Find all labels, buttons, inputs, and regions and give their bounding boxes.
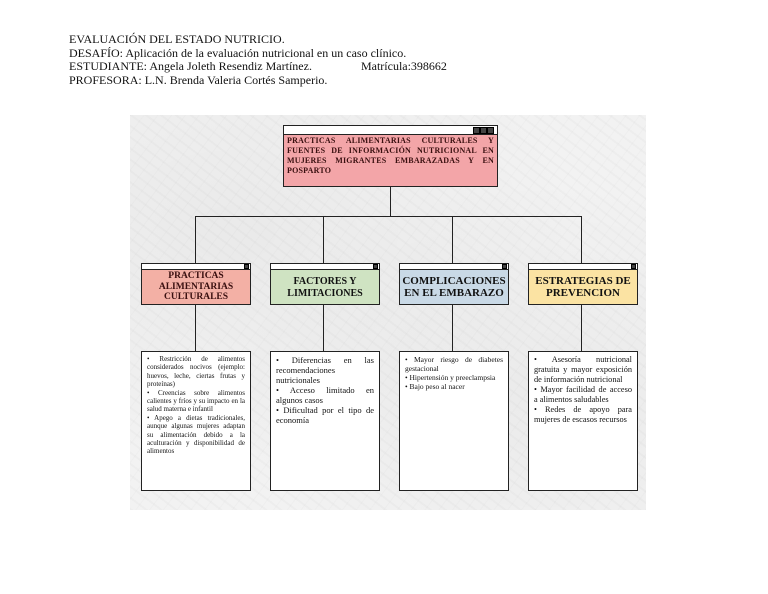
detail-item: • Hipertensión y preeclampsia <box>405 373 496 382</box>
window-icon <box>244 264 249 269</box>
detail-item: • Apego a dietas tradicionales, aunque a… <box>147 413 245 456</box>
root-node-text: PRACTICAS ALIMENTARIAS CULTURALES Y FUEN… <box>287 136 494 175</box>
category-titlebar <box>271 264 379 270</box>
category-title: ESTRATEGIAS DE PREVENCION <box>535 275 631 299</box>
connector-cat-4-up <box>581 216 582 263</box>
window-icon <box>373 264 378 269</box>
category-title: FACTORES Y LIMITACIONES <box>287 276 363 299</box>
detail-item: • Dificultad por el tipo de economía <box>276 405 374 425</box>
root-node: PRACTICAS ALIMENTARIAS CULTURALES Y FUEN… <box>283 125 498 187</box>
header-student: ESTUDIANTE: Angela Joleth Resendiz Martí… <box>69 59 312 73</box>
header-title: EVALUACIÓN DEL ESTADO NUTRICIO. <box>69 32 285 46</box>
detail-item: • Asesoría nutricional gratuita y mayor … <box>534 355 632 384</box>
detail-item: • Acceso limitado en algunos casos <box>276 385 374 405</box>
detail-item: • Mayor riesgo de diabetes gestacional <box>405 355 503 373</box>
category-title: PRACTICAS ALIMENTARIAS CULTURALES <box>158 271 234 302</box>
category-titlebar <box>400 264 508 270</box>
header-professor: PROFESORA: L.N. Brenda Valeria Cortés Sa… <box>69 72 328 87</box>
minimize-icon <box>473 127 480 134</box>
detail-item: • Mayor facilidad de acceso a alimentos … <box>534 385 632 404</box>
connector-cat-3-up <box>452 216 453 263</box>
detail-item: • Redes de apoyo para mujeres de escasos… <box>534 405 632 424</box>
detail-node-prevention: • Asesoría nutricional gratuita y mayor … <box>528 351 638 491</box>
category-titlebar <box>142 264 250 270</box>
header-challenge: DESAFÍO: Aplicación de la evaluación nut… <box>69 45 407 60</box>
connector-cat-2-down <box>323 305 324 351</box>
window-icon <box>502 264 507 269</box>
detail-item: • Bajo peso al nacer <box>405 382 465 391</box>
category-node-cultural-practices: PRACTICAS ALIMENTARIAS CULTURALES <box>141 263 251 305</box>
header-student-line: ESTUDIANTE: Angela Joleth Resendiz Martí… <box>69 59 447 74</box>
detail-item: • Diferencias en las recomendaciones nut… <box>276 355 374 385</box>
detail-item: • Creencias sobre alimentos calientes y … <box>147 388 245 414</box>
category-node-complications: COMPLICACIONES EN EL EMBARAZO <box>399 263 509 305</box>
window-icon <box>631 264 636 269</box>
connector-horizontal <box>195 216 582 217</box>
connector-cat-1-down <box>195 305 196 351</box>
maximize-icon <box>480 127 487 134</box>
category-node-factors: FACTORES Y LIMITACIONES <box>270 263 380 305</box>
connector-cat-4-down <box>581 305 582 351</box>
root-titlebar <box>284 126 497 135</box>
connector-cat-3-down <box>452 305 453 351</box>
category-titlebar <box>529 264 637 270</box>
concept-map: PRACTICAS ALIMENTARIAS CULTURALES Y FUEN… <box>130 115 646 510</box>
close-icon <box>487 127 494 134</box>
document-header: EVALUACIÓN DEL ESTADO NUTRICIO. DESAFÍO:… <box>69 32 447 87</box>
detail-node-complications: • Mayor riesgo de diabetes gestacional •… <box>399 351 509 491</box>
detail-node-factors: • Diferencias en las recomendaciones nut… <box>270 351 380 491</box>
connector-root-down <box>390 187 391 217</box>
category-title: COMPLICACIONES EN EL EMBARAZO <box>402 275 506 299</box>
detail-node-cultural-practices: • Restricción de alimentos considerados … <box>141 351 251 491</box>
connector-cat-2-up <box>323 216 324 263</box>
detail-item: • Restricción de alimentos considerados … <box>147 355 245 389</box>
header-matricula: Matrícula:398662 <box>360 59 447 73</box>
category-node-prevention: ESTRATEGIAS DE PREVENCION <box>528 263 638 305</box>
connector-cat-1-up <box>195 216 196 263</box>
